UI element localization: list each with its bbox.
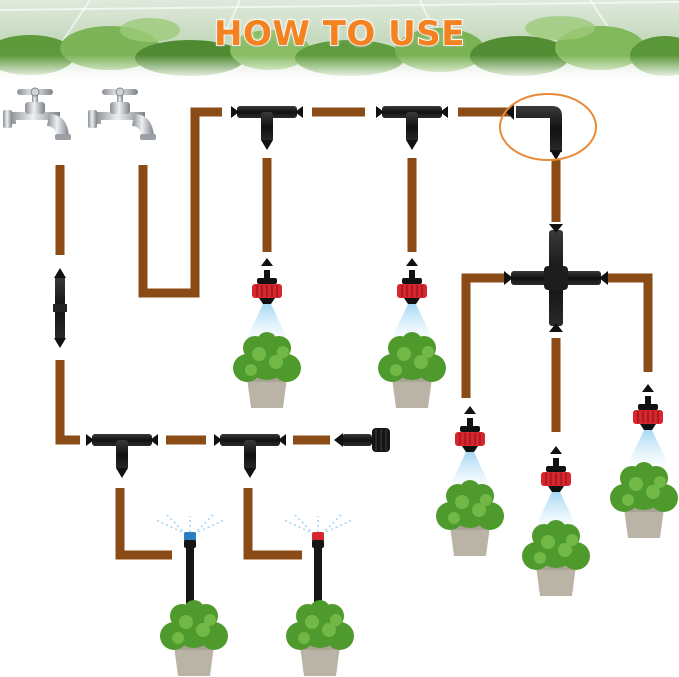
elbow-connector-icon: [506, 104, 562, 160]
straight-coupler-icon: [53, 268, 67, 348]
potted-plant-icon: [378, 332, 446, 408]
end-plug-icon: [334, 428, 390, 452]
potted-plant-icon: [233, 332, 301, 408]
potted-plant-icon: [610, 462, 678, 538]
tubing: [55, 107, 653, 560]
tee-connector-icon: [214, 434, 286, 478]
potted-plant-icon: [436, 480, 504, 556]
tee-connector-icon: [86, 434, 158, 478]
adjustable-dripper-icon: [396, 257, 428, 305]
greenhouse-banner: HOW TO USE: [0, 0, 679, 80]
tube-segment: [608, 273, 653, 372]
highlight-ring: [499, 93, 597, 161]
adjustable-dripper-icon: [454, 405, 486, 453]
spray-stake-red-icon: [283, 513, 353, 624]
tube-segment: [461, 273, 507, 398]
potted-plant-icon: [160, 600, 228, 676]
spray-stake-blue-icon: [155, 513, 225, 624]
tee-connector-icon: [376, 106, 448, 150]
cross-connector-icon: [504, 224, 608, 332]
potted-plant-icon: [286, 600, 354, 676]
adjustable-dripper-icon: [251, 257, 283, 305]
tube-segment: [138, 107, 222, 298]
tube-segment: [55, 360, 80, 445]
adjustable-dripper-icon: [540, 445, 572, 493]
adjustable-dripper-icon: [632, 383, 664, 431]
faucet-left-icon: [2, 87, 72, 141]
tube-segment: [243, 488, 302, 560]
spray-icon: [628, 430, 668, 464]
how-to-use-title: HOW TO USE: [213, 13, 465, 55]
potted-plant-icon: [522, 520, 590, 596]
faucet-right-icon: [87, 87, 157, 141]
tee-connector-icon: [231, 106, 303, 150]
tube-segment: [115, 488, 172, 560]
greenhouse-background: [0, 0, 679, 80]
